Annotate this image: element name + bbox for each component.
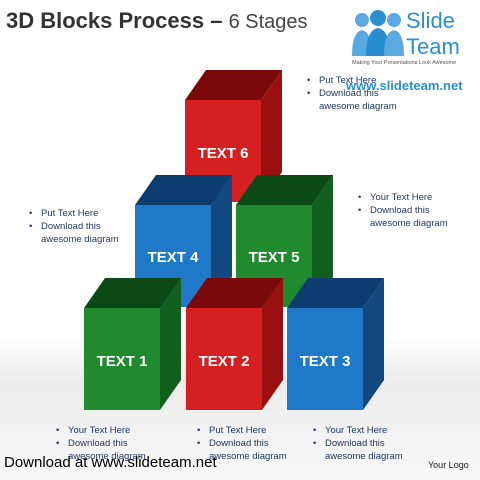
block-2: TEXT 2 <box>186 278 283 410</box>
block-1-front <box>84 308 160 410</box>
block-3-side <box>363 278 384 410</box>
block-2-label: TEXT 2 <box>199 353 250 370</box>
block-3-label: TEXT 3 <box>300 353 351 370</box>
note-left: Put Text Here Download this awesome diag… <box>27 207 119 246</box>
block-2-top <box>186 278 283 308</box>
note-bottom-1: Your Text Here Download this awesome dia… <box>54 424 146 463</box>
note-line: awesome diagram <box>209 451 287 462</box>
note-line: Put Text Here <box>195 424 287 437</box>
note-line: Put Text Here <box>305 74 397 87</box>
note-line: Your Text Here <box>356 191 448 204</box>
note-line: Download this <box>27 220 119 233</box>
note-line: awesome diagram <box>370 218 448 229</box>
block-2-front <box>186 308 262 410</box>
block-5-top <box>236 175 333 205</box>
block-6-top <box>185 70 282 100</box>
block-5-side <box>312 175 333 307</box>
note-bottom-3: Your Text Here Download this awesome dia… <box>311 424 403 463</box>
block-4-top <box>135 175 232 205</box>
note-line: awesome diagram <box>41 234 119 245</box>
block-1-top <box>84 278 181 308</box>
download-link[interactable]: Download at www.slideteam.net <box>4 454 217 471</box>
block-5-label: TEXT 5 <box>249 249 300 266</box>
logo-tagline: Making Your Presentations Look Awesome <box>352 60 457 66</box>
note-line: Put Text Here <box>27 207 119 220</box>
block-3-front <box>287 308 363 410</box>
title-main: 3D Blocks Process <box>6 8 205 33</box>
logo-slide-word: Slide <box>406 8 455 33</box>
block-2-side <box>262 278 283 410</box>
note-line: Download this <box>305 87 397 100</box>
block-1-side <box>160 278 181 410</box>
note-line: Download this <box>54 437 146 450</box>
logo-team-word: Team <box>406 34 460 59</box>
note-line: Your Text Here <box>54 424 146 437</box>
title-subtitle: 6 Stages <box>228 11 308 33</box>
note-top-right: Put Text Here Download this awesome diag… <box>305 74 397 113</box>
people-icon <box>352 10 404 56</box>
note-line: awesome diagram <box>68 451 146 462</box>
note-line: awesome diagram <box>325 451 403 462</box>
note-line: Your Text Here <box>311 424 403 437</box>
note-bottom-2: Put Text Here Download this awesome diag… <box>195 424 287 463</box>
title-dash: – <box>204 8 229 33</box>
block-3: TEXT 3 <box>287 278 384 410</box>
note-line: Download this <box>195 437 287 450</box>
note-line: Download this <box>311 437 403 450</box>
block-3-top <box>287 278 384 308</box>
block-4-side <box>211 175 232 307</box>
block-4-label: TEXT 4 <box>148 249 200 266</box>
block-1: TEXT 1 <box>84 278 181 410</box>
block-6-label: TEXT 6 <box>198 145 249 162</box>
block-6-side <box>261 70 282 202</box>
note-line: Download this <box>356 204 448 217</box>
note-line: awesome diagram <box>319 101 397 112</box>
your-logo-placeholder: Your Logo <box>428 460 469 470</box>
page-title: 3D Blocks Process – 6 Stages <box>6 8 308 34</box>
block-1-label: TEXT 1 <box>97 353 148 370</box>
note-right: Your Text Here Download this awesome dia… <box>356 191 448 230</box>
